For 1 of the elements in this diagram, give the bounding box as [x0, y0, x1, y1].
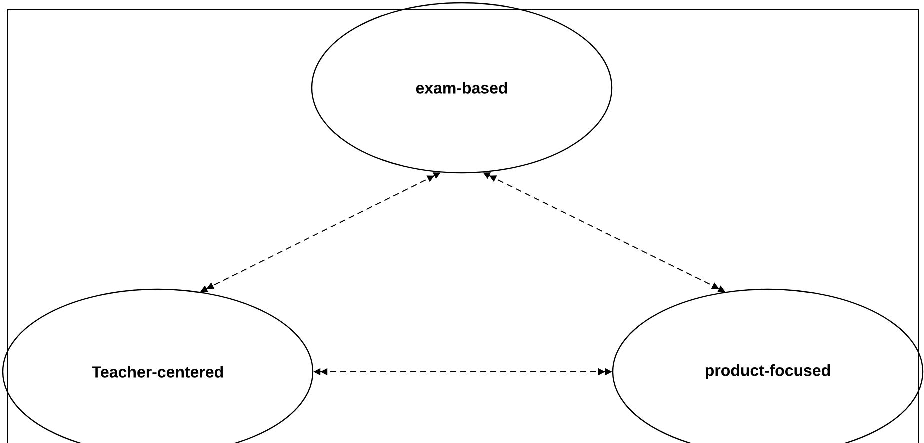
ellipse-node: exam-based [311, 2, 613, 174]
